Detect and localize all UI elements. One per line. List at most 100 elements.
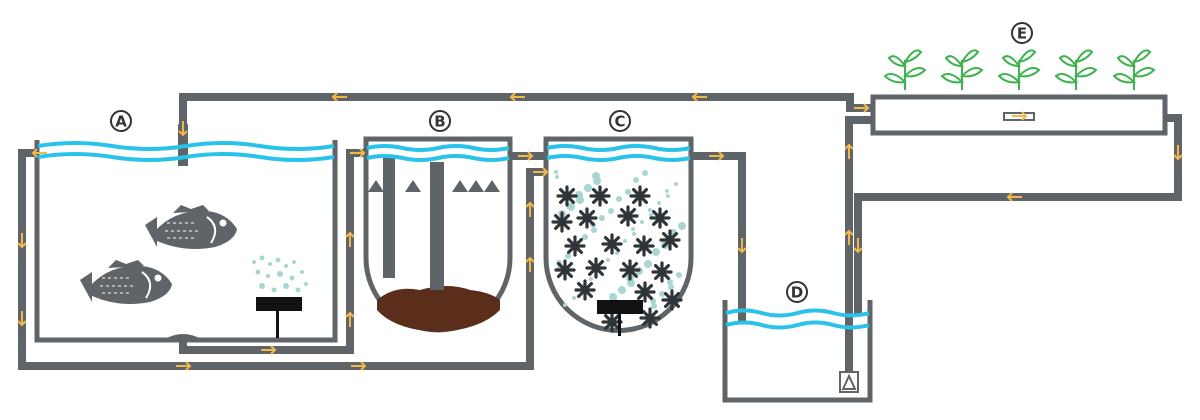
grow-bed <box>870 49 1168 136</box>
leaf <box>902 49 923 64</box>
flow-arrow-icon <box>345 231 355 247</box>
bubble <box>615 251 619 255</box>
bubble <box>589 277 593 281</box>
water-surface <box>37 141 335 151</box>
bubble <box>649 213 653 217</box>
leaf <box>959 49 980 64</box>
flow-arrow-icon <box>1173 145 1183 161</box>
bio-media <box>601 233 623 255</box>
flow-arrow-icon <box>176 361 192 371</box>
bubble <box>666 194 670 198</box>
water-surface <box>725 320 870 330</box>
fish-tank-outlet <box>163 334 203 340</box>
leaf <box>1112 73 1137 84</box>
label-c-text: C <box>614 113 625 131</box>
leaf <box>1016 67 1041 78</box>
bubble <box>584 184 592 192</box>
flow-arrows <box>17 92 1183 371</box>
bubble <box>651 303 657 309</box>
label-d: D <box>786 281 808 303</box>
bubble <box>665 189 669 193</box>
flow-arrow-icon <box>178 121 188 137</box>
bubble <box>606 258 610 262</box>
bubble <box>554 170 558 174</box>
plant-icon <box>883 49 927 90</box>
bio-media <box>651 261 673 283</box>
flow-arrow-icon <box>1006 192 1022 202</box>
leaf <box>997 73 1022 84</box>
bubble <box>259 255 265 261</box>
bubble <box>271 287 277 293</box>
flow-arrow-icon <box>737 238 747 254</box>
bubble <box>567 203 575 211</box>
leaf <box>887 55 907 68</box>
flow-arrow-icon <box>525 201 535 217</box>
water-surfaces <box>37 141 870 330</box>
bubble <box>640 220 644 224</box>
settling-tank <box>363 136 513 333</box>
leaf <box>1054 73 1079 84</box>
fish-icon <box>145 205 237 249</box>
flow-arrow-icon <box>17 233 27 249</box>
bubble <box>255 269 261 275</box>
bubble <box>625 189 631 195</box>
bubble <box>676 272 682 278</box>
sump <box>722 300 873 403</box>
label-e-text: E <box>1017 25 1027 43</box>
bubble <box>652 248 660 256</box>
plant-icon <box>940 49 984 90</box>
leaf <box>1058 55 1078 68</box>
water-surface <box>725 308 870 318</box>
plants <box>883 49 1156 90</box>
water-surface <box>366 154 510 162</box>
leaf <box>1073 67 1098 78</box>
bubble <box>572 296 576 300</box>
label-b: B <box>429 110 451 132</box>
bio-media <box>617 205 639 227</box>
bio-media <box>554 259 576 281</box>
bubble <box>576 196 584 204</box>
bubble <box>623 239 627 243</box>
bubble <box>674 182 678 186</box>
bubble <box>283 283 289 289</box>
leaf <box>1073 49 1094 64</box>
bubble <box>555 175 559 179</box>
biofilter-walls <box>543 136 694 333</box>
flow-arrow-icon <box>509 92 525 102</box>
bio-media <box>574 279 596 301</box>
bubble <box>300 270 304 274</box>
bubble <box>608 208 614 214</box>
flow-arrow-icon <box>31 148 47 158</box>
grow-bed-drain-pipe <box>854 114 1182 314</box>
label-a: A <box>110 110 132 132</box>
flow-arrow-icon <box>345 311 355 327</box>
bio-media <box>589 185 611 207</box>
flow-arrow-icon <box>331 92 347 102</box>
bio-media <box>556 185 578 207</box>
bio-media <box>633 235 655 257</box>
bubble <box>648 208 652 212</box>
bubble <box>289 275 295 281</box>
bubble <box>599 215 605 221</box>
sludge <box>377 286 500 332</box>
biofilter <box>543 136 694 336</box>
bubble <box>277 271 283 277</box>
bubble <box>618 286 626 294</box>
bubble <box>591 227 597 233</box>
bubble <box>657 201 661 205</box>
pipe-c-d <box>684 152 746 324</box>
bubble <box>616 196 622 202</box>
leaf <box>1131 67 1156 78</box>
air-stone-icon <box>597 300 643 336</box>
bubble <box>642 170 648 176</box>
sump-walls <box>722 300 873 403</box>
bubble <box>678 222 686 230</box>
leaf <box>940 73 965 84</box>
fish-icon <box>80 260 172 304</box>
label-a-text: A <box>115 113 127 131</box>
label-b-text: B <box>434 113 445 131</box>
label-c: C <box>609 110 631 132</box>
plant-icon <box>997 49 1041 90</box>
bio-media <box>634 281 656 303</box>
